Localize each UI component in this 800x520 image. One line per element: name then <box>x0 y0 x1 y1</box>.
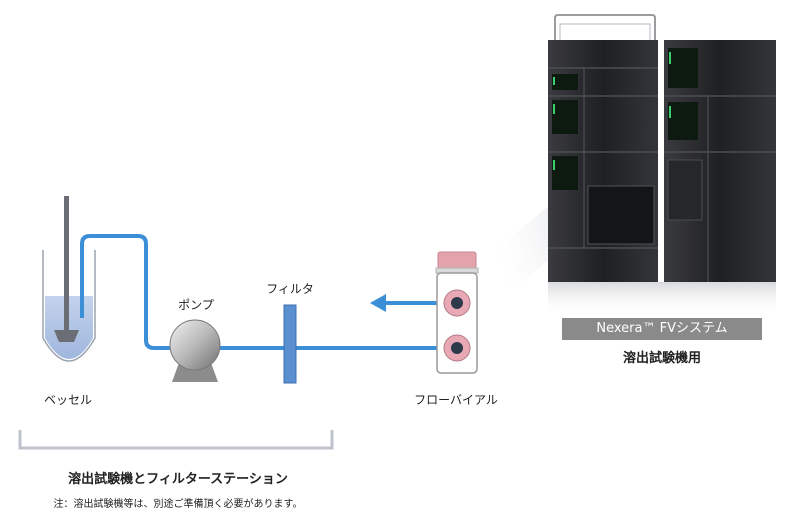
filter-icon <box>283 304 297 384</box>
tube-vessel-to-pump <box>80 234 175 350</box>
station-bracket <box>18 430 334 450</box>
arrow-left-icon <box>370 294 446 312</box>
product-name-banner: Nexera™ FVシステム <box>562 318 762 340</box>
vessel-icon <box>42 196 96 362</box>
flow-vial-icon <box>435 251 479 374</box>
station-note: 注：溶出試験機等は、別途ご準備頂く必要があります。 <box>53 499 303 510</box>
station-title: 溶出試験機とフィルターステーション <box>68 472 288 487</box>
instrument-icon <box>548 14 776 316</box>
label-filter: フィルタ <box>266 282 314 296</box>
product-subtitle: 溶出試験機用 <box>622 351 701 366</box>
label-flow-vial: フローバイアル <box>414 393 498 407</box>
label-pump: ポンプ <box>178 298 214 312</box>
label-vessel: ベッセル <box>43 393 93 407</box>
pump-icon <box>169 319 221 382</box>
